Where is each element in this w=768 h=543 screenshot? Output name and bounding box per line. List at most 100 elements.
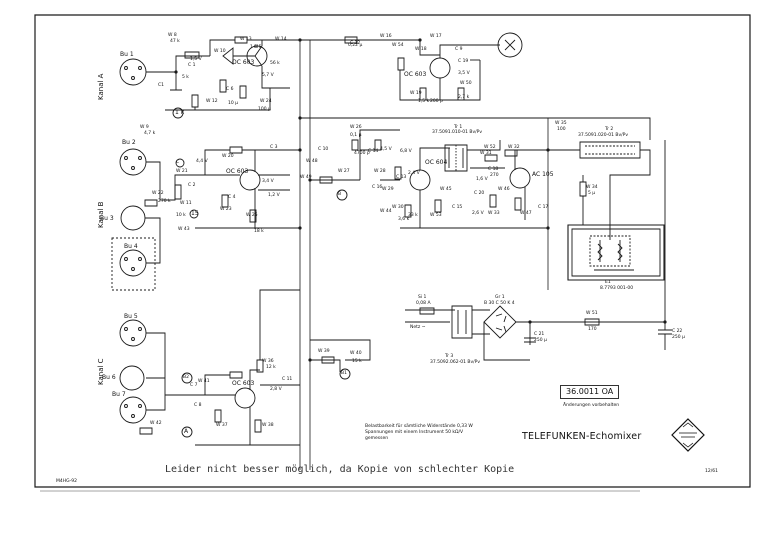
component-label: W 31 [480,151,492,156]
component-label: 33 k [408,213,418,218]
component-label: 100 µ [258,107,271,112]
component-label: W 13 [240,37,252,42]
component-label: W 44 [380,209,392,214]
fuse-si1 [420,308,434,314]
voltage-label: 4,4 V [196,159,208,164]
component-label: C 17 [538,205,549,210]
transistor-label: OC 603 [226,168,249,175]
component-label: W 10 [214,49,226,54]
connector-bu6 [120,366,144,390]
fuse-ref: Si 1 [418,295,427,300]
component-label: C 6 [226,87,234,92]
component-label: W 12 [206,99,218,104]
component-label: 56 k [270,61,280,66]
component-label: W 28 [374,169,386,174]
connector-bu7 [120,397,146,423]
diagram-title: TELEFUNKEN-Echomixer [522,431,642,442]
component-label: W 46 [498,187,510,192]
component-label: C 15 [452,205,463,210]
component-label: W 47 [520,211,532,216]
component-label: 10 k [176,213,186,218]
component-label: 3,6 k [398,217,410,222]
transformer-ref-label: Tr 3 [445,354,454,359]
component-label: 12 k [266,365,276,370]
component-label: 100 [557,127,566,132]
component-label: W 20 [222,154,234,159]
transistor-a1 [247,46,267,66]
component-label: 200 p [430,99,443,104]
node-label: B2 [183,375,189,380]
component-label: C 14 [368,149,379,154]
component-label: W 18 [415,47,427,52]
component-label: 47 k [170,39,180,44]
rectifier-gr1 [484,306,516,338]
channel-label-c: Kanal C [97,358,105,385]
voltage-label: 5,7 V [262,73,274,78]
component-label: W 33 [488,211,500,216]
transformer-part-label: 37.5092.062-01 Bv/Pv [430,360,481,365]
voltage-label: 1,2 V [268,193,280,198]
component-label: 4700 p [354,151,370,156]
component-label: 2,7 k [458,95,470,100]
component-label: C 19 [458,59,469,64]
transistor-b1 [240,170,260,190]
component-label: 15 k [352,359,362,364]
component-label: C 7 [190,383,198,388]
echo-unit-e1 [568,225,664,280]
component-label: W 38 [262,423,274,428]
voltage-label: 1,5 V [190,57,202,62]
component-label: 5 k [182,75,189,80]
transistor-label: OC 603 [232,380,255,387]
connector-label: Bu 3 [100,215,114,222]
component-label: W 39 [318,349,330,354]
component-label: W 43 [178,227,190,232]
component-label: W 30 [392,205,404,210]
component-label: W 22 [152,191,164,196]
component-label: C 18 [488,167,499,172]
component-label: 18 k [254,229,264,234]
voltage-label: 2,8 V [270,387,282,392]
component-label: W 42 [150,421,162,426]
component-label: W 19 [410,91,422,96]
component-label: C 16 [372,185,383,190]
component-label: W 32 [508,145,520,150]
transistor-out [510,168,530,188]
connector-label: Bu 6 [102,374,116,381]
component-label: W 45 [440,187,452,192]
transformer-tr3 [452,306,472,338]
voltage-label: 2,6 V [472,211,484,216]
component-label: W 35 [555,121,567,126]
component-label: 4,7 k [144,131,156,136]
cap-c22-value: 250 µ [672,335,685,340]
component-label: 0,22 µ [348,43,363,48]
resistor-w51-value: 170 [588,327,597,332]
component-label: W 29 [382,187,394,192]
component-label: C 11 [282,377,293,382]
component-label: W 9 [140,125,149,130]
echo-unit-part: 8.7793 001-00 [600,286,634,291]
part-number-box: 36.0011 OA [560,385,620,399]
component-label: C 9 [455,47,463,52]
mains-label: Netz ~ [410,325,426,330]
caption-note: Leider nicht besser möglich, da Kopie vo… [165,464,515,475]
transistor-c1 [235,388,255,408]
changes-note: Änderungen vorbehalten [563,403,620,408]
resistor-w51-ref: W 51 [586,311,598,316]
component-label: C 3 [270,145,278,150]
channel-label-a: Kanal A [97,73,105,100]
component-label: 5 µ [588,191,596,196]
connector-st1 [498,33,522,57]
component-label: C 13 [396,175,407,180]
component-label: C 2 [188,183,196,188]
component-label: C 1 [188,63,196,68]
node-label: 15 [191,210,199,217]
connector-bu4 [120,250,146,276]
component-label: W 54 [392,43,404,48]
voltage-label: 2,4 V [408,171,420,176]
component-label: 10 µ [228,101,239,106]
component-label: W 41 [198,379,210,384]
component-label: C 12 [350,41,361,46]
connector-label: Bu 1 [120,51,134,58]
